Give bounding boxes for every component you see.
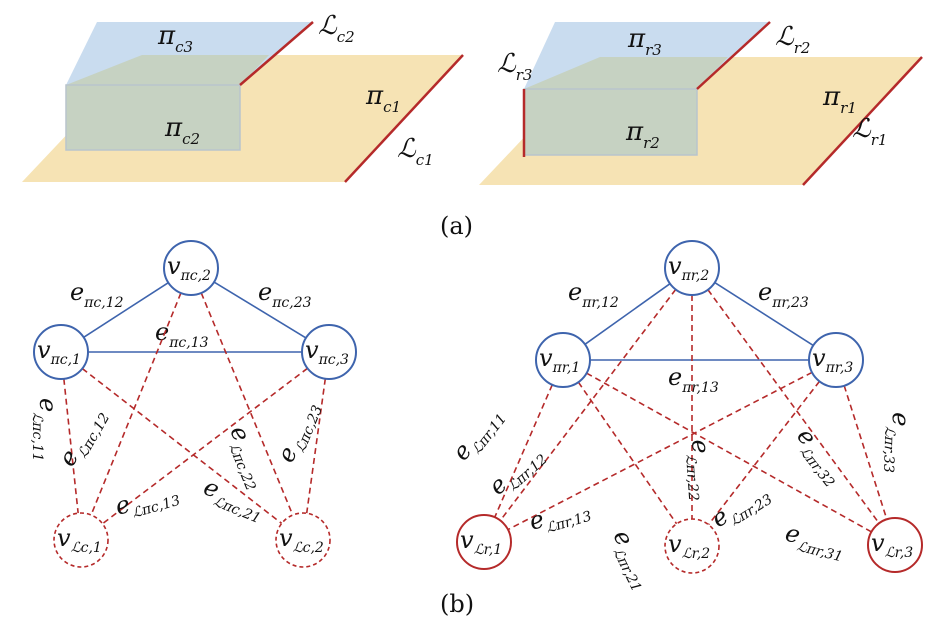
node-label-pc3: vπc,3: [305, 336, 349, 368]
edge-pr3-lr3: [843, 385, 888, 520]
overlap-r-top-shape: [524, 57, 728, 89]
node-lc2: [275, 512, 331, 568]
edge-label-pr3-lr2: eℒπr,23: [706, 477, 775, 537]
edge-pr3-lr1: [507, 371, 813, 531]
node-pr3: [808, 332, 864, 388]
caption-b: (b): [440, 590, 474, 618]
node-label-pc2: vπc,2: [167, 252, 211, 284]
line-c2-shape: [239, 21, 314, 86]
edge-pr1-lr2: [577, 381, 678, 525]
edge-label-pr2-pr3: eπr,23: [758, 278, 809, 311]
edge-label-pc1-pc2: eπc,12: [70, 278, 124, 311]
edge-label-pr1-pr3: eπr,13: [668, 363, 719, 396]
overlap-top-shape: [66, 55, 269, 85]
label-pi-c1: πc1: [365, 81, 401, 116]
edge-label-pr1-lr3: eℒπr,31: [781, 519, 848, 566]
label-pi-c3: πc3: [157, 21, 193, 56]
node-lr2: [664, 518, 720, 574]
edge-pr1-lr3: [586, 372, 872, 533]
node-label-lr1: vℒr,1: [460, 526, 502, 558]
node-pc1: [33, 324, 89, 380]
label-l-r3: ℒr3: [497, 49, 532, 84]
edge-label-pc3-lc1: eℒπc,13: [112, 476, 182, 525]
edge-label-pr2-lr2: eℒπr,22: [681, 438, 718, 501]
label-pi-r2: πr2: [625, 117, 660, 152]
edge-pr2-pr3: [714, 281, 814, 347]
line-r1-shape: [802, 56, 923, 186]
node-lr1: [456, 514, 512, 570]
overlap-r-front-shape: [524, 89, 697, 155]
edge-label-pr1-lr1: eℒπr,11: [447, 400, 511, 468]
node-label-lr3: vℒr,3: [871, 529, 913, 561]
edge-label-pc1-pc3: eπc,13: [155, 318, 209, 351]
edge-pr2-lr3: [707, 289, 880, 524]
edge-pc2-lc1: [90, 292, 182, 516]
edge-label-pr2-lr1: eℒπr,12: [483, 439, 550, 504]
edge-pr3-lr2: [707, 380, 821, 526]
edge-label-pc2-lc1: eℒπc,12: [53, 402, 113, 474]
node-label-lc2: vℒc,2: [279, 524, 324, 556]
overlap-front-shape: [66, 85, 240, 150]
node-label-lr2: vℒr,2: [668, 530, 710, 562]
node-lc1: [53, 512, 109, 568]
edge-pc2-lc2: [200, 292, 294, 516]
panel-a-left-scene: πc3 πc2 πc1 ℒc2 ℒc1: [22, 11, 464, 183]
label-pi-r1: πr1: [822, 82, 857, 117]
edge-pr1-pr2: [584, 283, 671, 345]
edge-pc1-lc2: [81, 367, 283, 525]
edge-label-pr3-lr1: eℒπr,13: [526, 492, 594, 541]
line-r2-shape: [696, 21, 771, 90]
node-label-pr3: vπr,3: [812, 344, 853, 376]
node-lr3: [867, 517, 923, 573]
edge-pc1-pc2: [83, 281, 169, 339]
node-label-lc1: vℒc,1: [57, 524, 102, 556]
edge-label-pc2-pc3: eπc,23: [258, 278, 312, 311]
edge-label-pr3-lr3: eℒπr,33: [880, 412, 915, 474]
label-l-c2: ℒc2: [318, 11, 355, 46]
label-l-c1: ℒc1: [397, 134, 434, 169]
edge-pc1-lc1: [63, 378, 79, 514]
edge-label-pc1-lc2: eℒπc,21: [198, 473, 269, 527]
box-edge-shape: [65, 84, 241, 151]
node-pr1: [535, 332, 591, 388]
panel-a-right-scene: πr3 πr2 πr1 ℒr3 ℒr2 ℒr1: [479, 21, 923, 186]
edge-pc2-pc3: [213, 281, 307, 339]
edge-label-pr1-pr2: eπr,12: [568, 278, 619, 311]
node-label-pr2: vπr,2: [668, 252, 709, 284]
label-pi-r3: πr3: [627, 24, 662, 59]
label-l-r1: ℒr1: [852, 114, 887, 149]
label-pi-c2: πc2: [164, 113, 200, 148]
edge-pr2-lr1: [499, 289, 677, 521]
edge-pc3-lc1: [102, 367, 308, 525]
line-c1-shape: [344, 54, 464, 183]
node-label-pr1: vπr,1: [539, 344, 580, 376]
edge-pc3-lc2: [305, 378, 327, 514]
node-pc2: [163, 240, 219, 296]
label-l-r2: ℒr2: [775, 22, 810, 57]
edge-label-pc1-lc1: eℒπc,11: [29, 398, 62, 462]
edge-pr1-lr1: [494, 384, 553, 518]
node-pr2: [664, 240, 720, 296]
edge-label-pr1-lr2: eℒπr,21: [603, 525, 659, 594]
node-pc3: [301, 324, 357, 380]
edge-label-pr2-lr3: eℒπr,32: [787, 422, 851, 490]
node-label-pc1: vπc,1: [37, 336, 81, 368]
caption-a: (a): [440, 212, 473, 240]
